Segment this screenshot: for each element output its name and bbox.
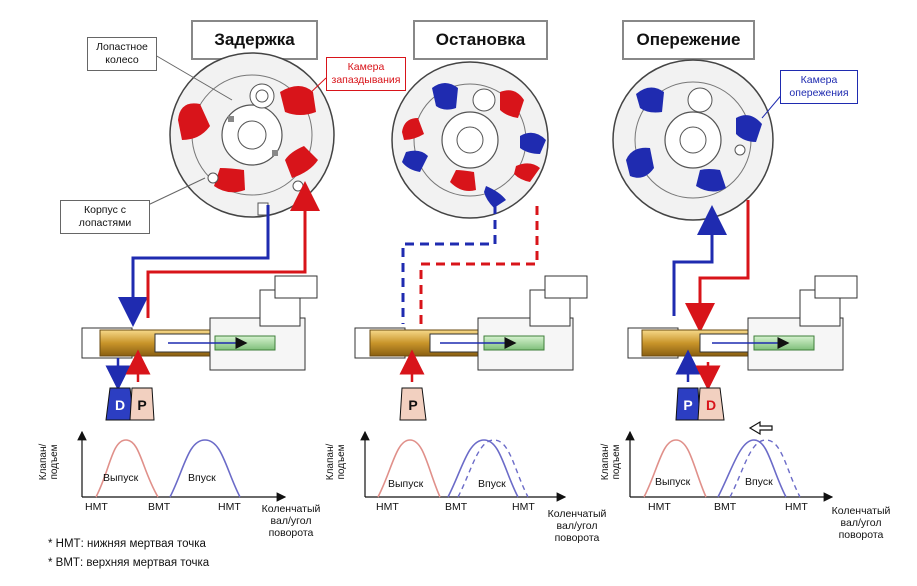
callout-rotor: Лопастное колесо	[87, 37, 157, 71]
bdc-label-retard-1: НМТ	[85, 501, 108, 513]
bdc-label-advance-1: НМТ	[648, 501, 671, 513]
advance-shift-arrow-icon	[748, 420, 773, 436]
footnote-bdc: * НМТ: нижняя мертвая точка	[48, 538, 206, 550]
oil-control-valve-advance	[627, 275, 858, 421]
lift-graph-hold	[360, 430, 567, 502]
intake-label-hold: Впуск	[478, 478, 506, 490]
port-d-retard: D	[115, 397, 125, 413]
bdc-label-hold-1: НМТ	[376, 501, 399, 513]
ylabel-retard: Клапан/ подъем	[38, 443, 60, 481]
xlabel-retard: Коленчатый вал/угол поворота	[261, 503, 321, 539]
intake-label-retard: Впуск	[188, 472, 216, 484]
footnote-tdc: * ВМТ: верхняя мертвая точка	[48, 557, 210, 569]
port-d-advance: D	[706, 397, 716, 413]
lift-graph-advance	[625, 420, 834, 502]
port-p-advance: P	[683, 397, 692, 413]
exhaust-label-hold: Выпуск	[388, 478, 424, 490]
bdc-label-advance-2: НМТ	[785, 501, 808, 513]
ylabel-advance: Клапан/ подъем	[600, 443, 622, 481]
oil-control-valve-hold	[354, 275, 588, 421]
xlabel-advance: Коленчатый вал/угол поворота	[831, 505, 891, 541]
callout-retard-chamber: Камера запаздывания	[326, 57, 406, 91]
callout-advance-chamber: Камера опережения	[780, 70, 858, 104]
mode-title-hold: Остановка	[413, 20, 548, 60]
port-p-retard: P	[137, 397, 146, 413]
bdc-label-retard-2: НМТ	[218, 501, 241, 513]
phaser-advance	[612, 59, 774, 221]
mode-title-advance: Опережение	[622, 20, 755, 60]
phaser-retard	[169, 52, 335, 218]
tdc-label-advance: ВМТ	[714, 501, 737, 513]
exhaust-label-retard: Выпуск	[103, 472, 139, 484]
port-p-hold: P	[408, 397, 417, 413]
tdc-label-hold: ВМТ	[445, 501, 468, 513]
xlabel-hold: Коленчатый вал/угол поворота	[547, 508, 607, 544]
oil-control-valve-retard	[81, 275, 318, 421]
callout-housing: Корпус с лопастями	[60, 200, 150, 234]
lift-graph-retard	[77, 430, 287, 502]
intake-label-advance: Впуск	[745, 476, 773, 488]
exhaust-label-advance: Выпуск	[655, 476, 691, 488]
ylabel-hold: Клапан/ подъем	[325, 443, 347, 481]
bdc-label-hold-2: НМТ	[512, 501, 535, 513]
phaser-hold	[391, 61, 549, 219]
tdc-label-retard: ВМТ	[148, 501, 171, 513]
